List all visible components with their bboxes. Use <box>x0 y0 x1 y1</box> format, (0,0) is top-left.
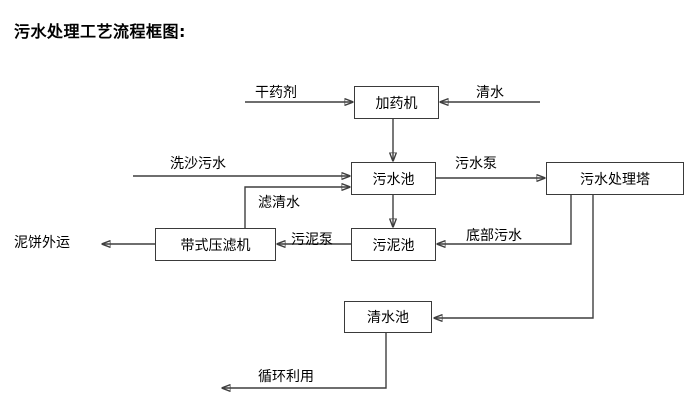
output-label-recycle-use: 循环利用 <box>258 369 314 385</box>
output-label-mud-cake-out: 泥饼外运 <box>14 235 70 251</box>
node-dosing-machine[interactable]: 加药机 <box>354 86 439 119</box>
edge-label-sludge-pump: 污泥泵 <box>291 232 333 248</box>
node-label: 污水池 <box>372 171 415 188</box>
node-clean-water-pool[interactable]: 清水池 <box>344 301 432 333</box>
node-sewage-treatment-tower[interactable]: 污水处理塔 <box>546 162 684 195</box>
edge-label-sewage-pump: 污水泵 <box>455 156 497 172</box>
input-label-clean-water: 清水 <box>476 85 504 101</box>
edge-label-filtered-clear-water: 滤清水 <box>258 195 300 211</box>
page-title: 污水处理工艺流程框图: <box>14 22 186 41</box>
node-belt-filter-press[interactable]: 带式压滤机 <box>155 228 276 261</box>
input-label-dry-agent: 干药剂 <box>255 85 297 101</box>
node-sludge-pool[interactable]: 污泥池 <box>351 228 436 261</box>
node-label: 污水处理塔 <box>580 171 650 188</box>
node-label: 带式压滤机 <box>180 237 251 254</box>
node-sewage-pool[interactable]: 污水池 <box>351 162 436 195</box>
input-label-sand-washing-sewage: 洗沙污水 <box>170 156 226 172</box>
node-label: 污泥池 <box>372 237 415 254</box>
edge-label-bottom-sewage: 底部污水 <box>466 228 522 244</box>
node-label: 清水池 <box>367 310 409 326</box>
node-label: 加药机 <box>375 95 418 112</box>
